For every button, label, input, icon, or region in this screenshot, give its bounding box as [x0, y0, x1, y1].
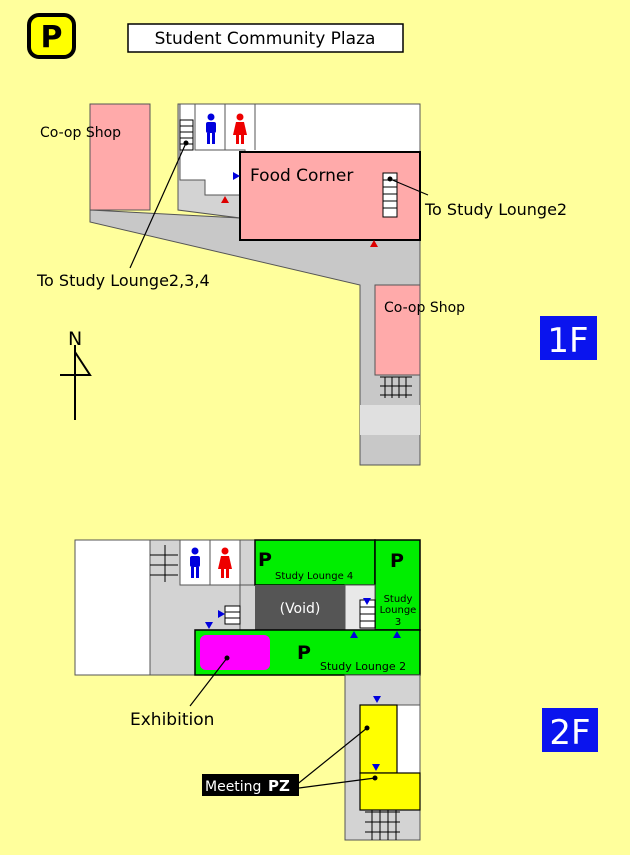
label-to-study-lounge2: To Study Lounge2 [424, 200, 567, 219]
label-study-lounge-3-line3: 3 [395, 617, 401, 628]
label-exhibition: Exhibition [130, 710, 214, 730]
floor-label-1f: 1F [547, 321, 588, 361]
study-lounge-4 [254, 539, 376, 586]
meeting-label-box [202, 774, 299, 796]
floor-badge-1f [540, 316, 597, 360]
stairs-icon [150, 545, 178, 582]
logo-letter: P [41, 20, 63, 55]
entrance-arrow-icon [363, 598, 371, 605]
entrance-arrow-icon [218, 610, 225, 618]
page-title: Student Community Plaza [155, 29, 376, 49]
stairs-icon [359, 599, 376, 629]
entrance-arrow-icon [221, 196, 229, 203]
label-study-lounge-2: Study Lounge 2 [320, 660, 406, 673]
label-meeting: Meeting [205, 779, 261, 795]
label-food-corner: Food Corner [250, 166, 353, 186]
entrance-arrow-icon [205, 622, 213, 629]
label-meeting-pz: PZ [268, 777, 290, 795]
entrance-arrow-icon [350, 631, 358, 638]
title-box: Student Community Plaza [127, 23, 404, 53]
label-to-study-lounges: To Study Lounge2,3,4 [36, 271, 210, 290]
compass-letter: N [68, 328, 82, 350]
p-mark-lounge-3: P [390, 550, 404, 572]
void-area [255, 585, 345, 630]
label-coop-shop-west: Co-op Shop [40, 125, 121, 141]
floor-badge-2f [542, 708, 598, 752]
floor-label-2f: 2F [549, 713, 590, 753]
stairs-icon [382, 172, 398, 218]
p-mark-lounge-2: P [297, 642, 311, 664]
p-mark-lounge-4: P [258, 549, 272, 571]
study-lounge-3 [374, 539, 421, 631]
floor-1-plan: Co-op Shop Food Corner To Study Lounge2 … [36, 103, 597, 466]
coop-shop-south [374, 284, 421, 376]
male-restroom-icon [190, 547, 200, 578]
stairs-icon [224, 605, 241, 625]
floor-2-plan: P Study Lounge 4 P Study Lounge 3 (Void)… [74, 539, 598, 841]
female-restroom-icon [218, 547, 232, 578]
label-void: (Void) [280, 601, 321, 617]
entrance-arrow-icon [370, 240, 378, 247]
label-study-lounge-4: Study Lounge 4 [275, 571, 353, 582]
stairs-icon [179, 119, 194, 151]
stairs-icon [380, 376, 412, 398]
compass-north-icon: N [60, 328, 92, 420]
parking-logo-icon: P [27, 13, 76, 59]
entrance-arrow-icon [233, 172, 240, 180]
entrance-arrow-icon [373, 696, 381, 703]
entrance-arrow-icon [372, 764, 380, 771]
label-coop-shop-south: Co-op Shop [384, 300, 465, 316]
label-study-lounge-3-line2: Lounge [380, 605, 417, 616]
female-restroom-icon [233, 113, 247, 144]
entrance-arrow-icon [393, 631, 401, 638]
coop-shop-west [89, 103, 151, 211]
exhibition-area [200, 635, 270, 670]
meeting-room-a [359, 704, 398, 774]
label-study-lounge-3-line1: Study [384, 594, 413, 605]
male-restroom-icon [206, 113, 216, 144]
stairs-icon [365, 810, 400, 840]
